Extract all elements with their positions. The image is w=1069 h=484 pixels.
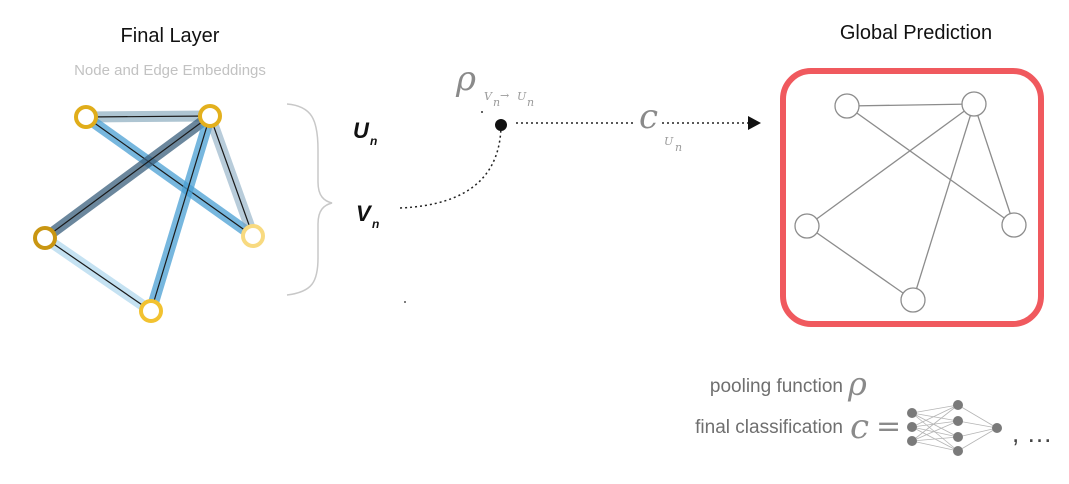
final-classification-label: final classification [695,417,843,438]
classifier-symbol-label: c U n [639,97,682,154]
node-a [74,105,98,129]
edge-b-d [145,110,216,317]
embedding-graph [33,104,265,323]
gray-node [834,93,860,119]
svg-text:V: V [484,90,493,103]
prediction-graph [794,91,1027,313]
svg-text:→: → [500,89,509,102]
edge-b-c [39,110,216,244]
svg-text:V: V [356,201,373,226]
edge-a-b [80,110,216,123]
svg-text:n: n [372,217,379,231]
gray-edge [806,225,914,301]
pooling-point [495,119,507,131]
legend-pooling: pooling function ρ [710,365,867,403]
gray-node [794,213,820,239]
gray-edge [912,103,975,301]
stray-dot [404,301,406,303]
svg-text:n: n [493,96,500,109]
node-d [139,299,163,323]
final-classification-symbol: c [850,407,869,447]
curly-brace [286,103,333,296]
gray-node [961,91,987,117]
legend-classification: final classification c = , … [695,400,1052,456]
pooling-function-symbol: ρ [847,365,867,403]
u-n-label: U n [353,118,377,148]
edge-c-d [39,232,157,317]
edge-b-e [204,110,259,242]
gray-node [1001,212,1027,238]
global-prediction-title: Global Prediction [840,22,992,44]
final-layer-title: Final Layer [121,25,220,47]
svg-text:n: n [675,141,682,154]
svg-text:c: c [639,97,658,137]
arrow-head-icon [748,116,761,130]
svg-text:U: U [353,118,370,143]
neural-network-icon [907,400,1002,456]
gray-edge [846,105,1015,226]
final-layer-subtitle: Node and Edge Embeddings [74,62,266,79]
stray-dot [481,111,483,113]
edge-a-e [80,111,259,242]
equals-sign: = [876,409,901,444]
svg-text:U: U [664,135,674,148]
gray-edge [806,103,975,227]
pooling-symbol-label: ρ V n → U n [455,59,534,109]
pooling-dotted-path [399,125,502,209]
node-b [198,104,222,128]
svg-text:U: U [517,90,527,103]
node-c [33,226,57,250]
global-prediction-frame [780,68,1044,327]
gray-edge [846,103,975,107]
pooling-function-label: pooling function [710,376,843,397]
svg-text:n: n [370,134,377,148]
svg-text:ρ: ρ [455,59,476,99]
v-n-label: V n [356,201,379,231]
svg-text:n: n [527,96,534,109]
gray-node [900,287,926,313]
node-e [241,224,265,248]
continuation-ellipsis: , … [1012,418,1052,448]
gray-edge [973,103,1015,226]
